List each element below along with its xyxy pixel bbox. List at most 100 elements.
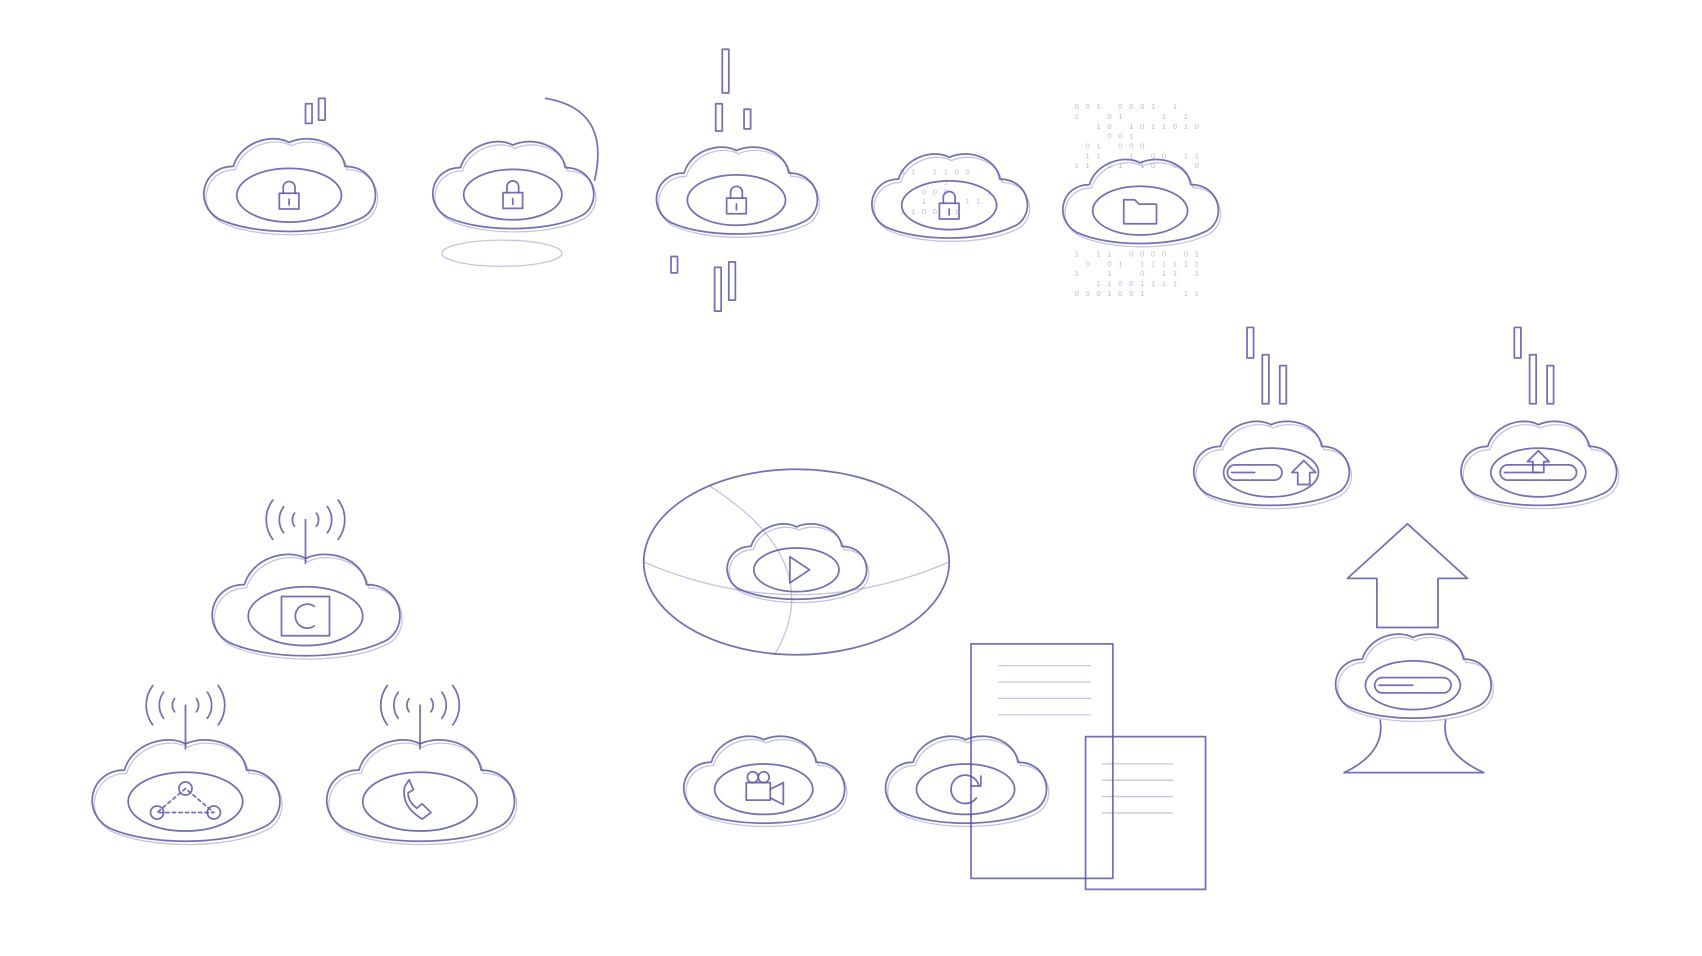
svg-text:1: 1 xyxy=(1162,259,1166,268)
binary-stream: 0010001110111101011010001010001110011110… xyxy=(1075,102,1199,170)
binary-stream: 0111001000111111001 xyxy=(900,168,992,216)
svg-text:0: 0 xyxy=(1162,250,1166,259)
svg-text:0: 0 xyxy=(1129,289,1133,298)
svg-text:0: 0 xyxy=(1096,289,1100,298)
svg-text:1: 1 xyxy=(1118,161,1122,170)
svg-text:1: 1 xyxy=(1173,259,1177,268)
cloud-screen xyxy=(363,772,478,831)
svg-text:1: 1 xyxy=(911,168,915,177)
svg-text:1: 1 xyxy=(1151,259,1155,268)
cloud-screen xyxy=(916,764,1014,814)
svg-text:0: 0 xyxy=(1129,250,1133,259)
cloud-screen xyxy=(248,587,363,646)
cloud-lock-rocket xyxy=(204,98,378,234)
video-camera-icon xyxy=(746,772,783,805)
svg-text:0: 0 xyxy=(1107,122,1111,131)
svg-text:1: 1 xyxy=(1140,161,1144,170)
cloud-stand xyxy=(1344,720,1484,772)
cloud-broadcast-people xyxy=(92,686,282,845)
svg-text:1: 1 xyxy=(955,207,959,216)
cloud-upload-progress xyxy=(1194,327,1352,508)
svg-text:1: 1 xyxy=(1129,122,1133,131)
svg-text:1: 1 xyxy=(1195,289,1199,298)
svg-text:0: 0 xyxy=(955,168,959,177)
svg-text:1: 1 xyxy=(1162,122,1166,131)
cloud-folder-binary: 0010001110111101011010001010001110011110… xyxy=(1063,102,1221,298)
svg-text:1: 1 xyxy=(1096,151,1100,160)
progress-bar-icon xyxy=(1227,465,1282,480)
svg-text:0: 0 xyxy=(1195,161,1199,170)
cloud-body xyxy=(433,142,596,232)
svg-text:0: 0 xyxy=(1140,122,1144,131)
svg-text:1: 1 xyxy=(1107,289,1111,298)
people-network-icon xyxy=(151,782,221,819)
documents xyxy=(971,644,1206,889)
svg-text:1: 1 xyxy=(1096,122,1100,131)
svg-text:1: 1 xyxy=(1075,250,1079,259)
svg-text:0: 0 xyxy=(1129,279,1133,288)
svg-text:1: 1 xyxy=(1140,279,1144,288)
cloud-body xyxy=(684,736,847,826)
svg-text:0: 0 xyxy=(1151,151,1155,160)
svg-text:1: 1 xyxy=(1151,279,1155,288)
cloud-broadcast-c xyxy=(212,500,402,659)
refresh-icon xyxy=(951,775,981,803)
cloud-body xyxy=(656,147,819,237)
svg-text:0: 0 xyxy=(1140,142,1144,151)
svg-text:1: 1 xyxy=(911,207,915,216)
motion-strips xyxy=(305,98,325,123)
svg-text:0: 0 xyxy=(1107,161,1111,170)
play-icon xyxy=(790,557,810,583)
svg-text:1: 1 xyxy=(933,168,937,177)
svg-text:0: 0 xyxy=(922,207,926,216)
cloud-broadcast-phone xyxy=(327,686,517,845)
svg-text:1: 1 xyxy=(1162,112,1166,121)
cloud-upload-bar xyxy=(1461,327,1619,508)
svg-text:0: 0 xyxy=(900,168,904,177)
svg-text:0: 0 xyxy=(1129,142,1133,151)
cloud-screen xyxy=(128,772,243,831)
binary-stream: 1110000010011111111101111100111100010011… xyxy=(1075,250,1199,298)
svg-text:1: 1 xyxy=(1107,250,1111,259)
svg-text:0: 0 xyxy=(1118,132,1122,141)
svg-text:1: 1 xyxy=(1129,151,1133,160)
cloud-screen xyxy=(754,548,839,592)
svg-text:1: 1 xyxy=(1129,132,1133,141)
svg-text:1: 1 xyxy=(1086,161,1090,170)
svg-text:0: 0 xyxy=(1086,102,1090,111)
svg-text:0: 0 xyxy=(1107,259,1111,268)
svg-text:1: 1 xyxy=(1118,259,1122,268)
cloud-lock-fragments xyxy=(656,49,819,311)
svg-text:0: 0 xyxy=(1151,250,1155,259)
big-upload-arrow xyxy=(1347,524,1467,628)
antenna-signal-icon xyxy=(381,686,460,749)
svg-text:0: 0 xyxy=(1140,102,1144,111)
svg-text:1: 1 xyxy=(1107,269,1111,278)
cloud-body xyxy=(212,554,402,659)
svg-text:1: 1 xyxy=(1075,112,1079,121)
svg-text:1: 1 xyxy=(1140,259,1144,268)
cloud-lock-orbit xyxy=(433,98,598,266)
svg-text:0: 0 xyxy=(1118,102,1122,111)
svg-text:0: 0 xyxy=(944,187,948,196)
svg-text:0: 0 xyxy=(966,168,970,177)
antenna-signal-icon xyxy=(266,500,345,563)
folder-icon xyxy=(1124,200,1157,224)
lock-icon xyxy=(727,186,747,213)
svg-text:0: 0 xyxy=(1195,122,1199,131)
svg-text:1: 1 xyxy=(987,187,991,196)
cloud-screen xyxy=(464,169,562,219)
cloud-screen xyxy=(237,168,342,222)
lock-icon xyxy=(503,181,523,208)
cloud-refresh xyxy=(886,736,1049,826)
cloud-body xyxy=(1063,159,1221,246)
svg-text:0: 0 xyxy=(933,187,937,196)
svg-text:1: 1 xyxy=(1184,289,1188,298)
svg-text:1: 1 xyxy=(1151,122,1155,131)
svg-text:0: 0 xyxy=(1173,161,1177,170)
cloud-screen xyxy=(1093,186,1188,235)
svg-text:0: 0 xyxy=(922,187,926,196)
svg-text:1: 1 xyxy=(1075,269,1079,278)
svg-text:0: 0 xyxy=(1075,102,1079,111)
